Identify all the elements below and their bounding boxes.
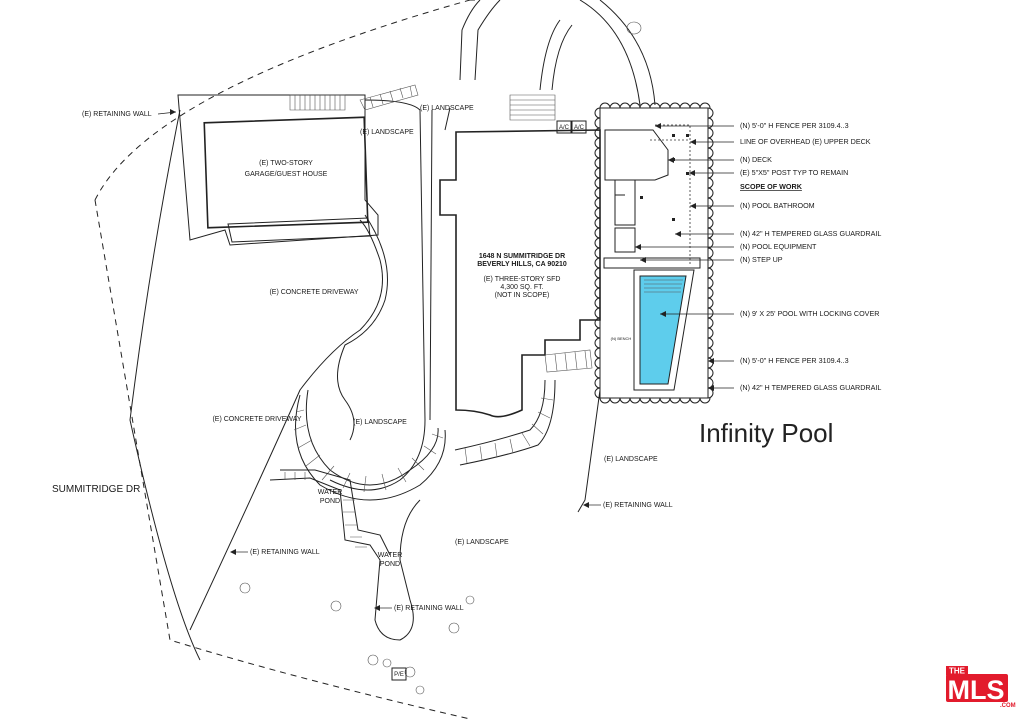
upper-deck-dotted — [650, 124, 691, 265]
retaining-wall-west — [129, 109, 201, 661]
ac-unit-2 — [571, 120, 587, 134]
curved-walk-inner — [305, 389, 439, 486]
pond-label-1b: POND — [320, 498, 340, 505]
label-landscape-1: (E) LANDSCAPE — [360, 129, 414, 136]
ac-label-2: A/C — [574, 125, 585, 131]
callout-guardrail-1: (N) 42" H TEMPERED GLASS GUARDRAIL — [740, 229, 881, 238]
pool-fence-scalloped — [594, 102, 714, 404]
label-concrete-driveway-2: (E) CONCRETE DRIVEWAY — [212, 416, 301, 423]
house-desc-3: (NOT IN SCOPE) — [495, 292, 550, 299]
pond-walk — [269, 469, 421, 641]
curved-walk-outer — [295, 394, 446, 501]
north-path-2 — [539, 19, 573, 91]
label-retaining-wall-e: (E) RETAINING WALL — [603, 502, 673, 509]
street-label: SUMMITRIDGE DR — [52, 484, 140, 495]
pe-label: P/E — [394, 672, 404, 678]
garage-guest-house — [203, 116, 369, 229]
drawing-title: Infinity Pool — [699, 418, 833, 448]
house-south-walk — [454, 379, 556, 466]
bench-label: (N) BENCH — [611, 336, 632, 341]
callout-fence-bottom: (N) 5'-0" H FENCE PER 3109.4..3 — [740, 356, 849, 365]
label-retaining-wall-s: (E) RETAINING WALL — [394, 605, 464, 612]
deck-posts — [640, 134, 689, 221]
ac-label-1: A/C — [559, 125, 570, 131]
garage-label-2: GARAGE/GUEST HOUSE — [245, 171, 328, 178]
pond-label-1a: WATER — [318, 489, 343, 496]
label-retaining-wall-nw: (E) RETAINING WALL — [82, 111, 152, 118]
callout-post: (E) 5"X5" POST TYP TO REMAIN — [740, 168, 848, 177]
label-landscape-5: (E) LANDSCAPE — [455, 539, 509, 546]
house-south-walk-steps — [464, 397, 554, 464]
house-desc-2: 4,300 SQ. FT. — [500, 284, 543, 291]
garage-stairs — [289, 94, 346, 111]
tree-1 — [626, 21, 642, 35]
garage-lower-strip — [227, 217, 371, 243]
pe-box — [391, 667, 407, 681]
retaining-wall-east — [577, 389, 601, 513]
callout-leaders — [635, 123, 734, 391]
north-stair — [509, 94, 556, 121]
plan-labels: (E) RETAINING WALL (E) LANDSCAPE (E) LAN… — [82, 105, 673, 612]
curved-walk-steps — [293, 409, 444, 493]
upper-stair — [359, 84, 419, 111]
pond-label-2b: POND — [380, 561, 400, 568]
label-landscape-4: (E) LANDSCAPE — [604, 456, 658, 463]
mls-suffix: .COM — [1000, 703, 1016, 709]
callout-pool-equipment: (N) POOL EQUIPMENT — [740, 242, 817, 251]
label-concrete-driveway-1: (E) CONCRETE DRIVEWAY — [269, 289, 358, 296]
driveway-edge — [189, 219, 383, 631]
callout-pool: (N) 9' X 25' POOL WITH LOCKING COVER — [740, 309, 879, 318]
north-path-3 — [579, 0, 656, 106]
house-se-stair — [544, 349, 593, 373]
landscape-strip-line — [429, 107, 451, 421]
svg-text:MLS: MLS — [948, 675, 1005, 705]
callout-overhead-deck: LINE OF OVERHEAD (E) UPPER DECK — [740, 137, 871, 146]
house-address-1: 1648 N SUMMITRIDGE DR — [479, 253, 565, 260]
callout-guardrail-2: (N) 42" H TEMPERED GLASS GUARDRAIL — [740, 383, 881, 392]
label-retaining-wall-sw: (E) RETAINING WALL — [250, 549, 320, 556]
callout-fence-top: (N) 5'-0" H FENCE PER 3109.4..3 — [740, 121, 849, 130]
pool-callouts: (N) 5'-0" H FENCE PER 3109.4..3 LINE OF … — [740, 121, 881, 392]
north-path-1 — [459, 0, 501, 81]
ac-unit-1 — [556, 120, 572, 134]
pool-water — [639, 275, 687, 385]
house-desc-1: (E) THREE-STORY SFD — [484, 276, 561, 283]
property-line — [94, 0, 475, 719]
garage-label-1: (E) TWO-STORY — [259, 160, 313, 167]
trees-south — [239, 582, 475, 695]
callout-scope-of-work: SCOPE OF WORK — [740, 182, 803, 191]
house-address-2: BEVERLY HILLS, CA 90210 — [477, 261, 567, 268]
callout-pool-bathroom: (N) POOL BATHROOM — [740, 201, 815, 210]
driveway-outer-wall — [329, 99, 426, 491]
upper-deck-line — [604, 129, 669, 181]
house-outline — [439, 129, 601, 418]
pond-steps — [284, 472, 367, 548]
svg-text:THE: THE — [949, 667, 966, 676]
pool-steps — [644, 279, 683, 293]
pool-equipment — [614, 227, 636, 253]
pool-step-up — [603, 257, 701, 269]
pond-label-2a: WATER — [378, 552, 403, 559]
pool-bathroom — [614, 179, 636, 226]
fence-scallops — [594, 102, 714, 404]
callout-deck: (N) DECK — [740, 155, 772, 164]
label-landscape-3: (E) LANDSCAPE — [353, 419, 407, 426]
callout-step-up: (N) STEP UP — [740, 255, 783, 264]
driveway-curve — [337, 214, 388, 441]
pool-coping — [633, 269, 695, 391]
mls-logo: THE MLS .COM — [946, 666, 1016, 709]
label-landscape-2: (E) LANDSCAPE — [420, 105, 474, 112]
